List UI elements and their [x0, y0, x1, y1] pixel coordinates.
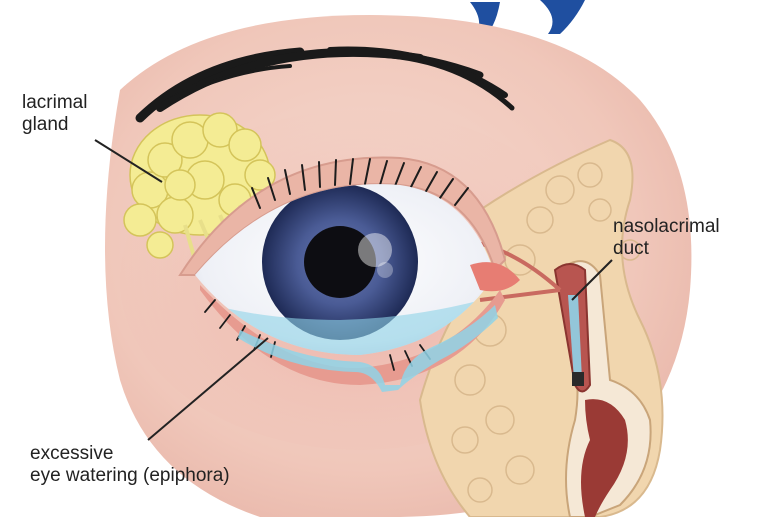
- duct-blockage: [572, 372, 584, 386]
- nasolacrimal-duct-label-line2: duct: [613, 238, 720, 260]
- nasolacrimal-duct-label-line1: nasolacrimal: [613, 216, 720, 238]
- epiphora-label: excessive eye watering (epiphora): [30, 443, 230, 487]
- lacrimal-gland-label: lacrimal gland: [22, 92, 87, 136]
- epiphora-label-line2: eye watering (epiphora): [30, 465, 230, 487]
- nasolacrimal-duct-label: nasolacrimal duct: [613, 216, 720, 260]
- lacrimal-gland-label-line1: lacrimal: [22, 92, 87, 114]
- lacrimal-gland-label-line2: gland: [22, 114, 87, 136]
- epiphora-label-line1: excessive: [30, 443, 230, 465]
- light-reflection: [358, 233, 392, 267]
